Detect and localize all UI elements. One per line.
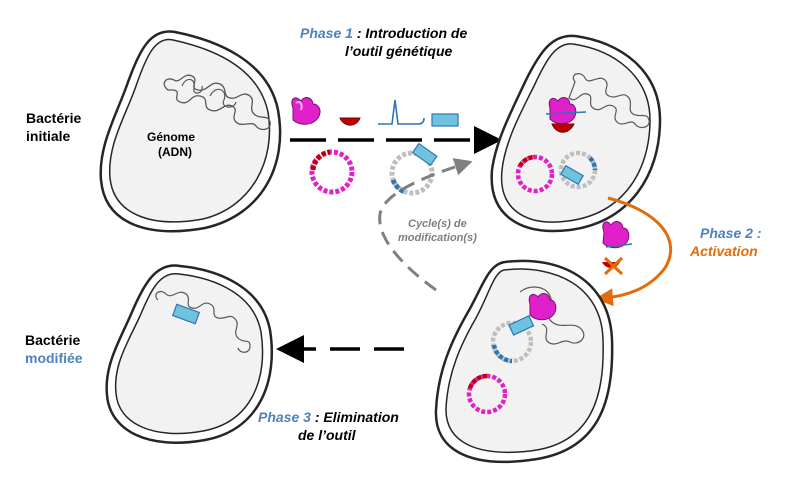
label-phase3-num: Phase 3 xyxy=(258,409,311,425)
label-genome: Génome (ADN) xyxy=(147,130,195,160)
bacterium-activated xyxy=(434,259,614,464)
label-phase3-text1: : Elimination xyxy=(310,409,399,425)
label-genome-line1: Génome xyxy=(147,130,196,144)
bacterium-modified xyxy=(105,264,274,444)
plasmid-1 xyxy=(309,149,355,195)
label-bacterie-modifiee: Bactérie modifiée xyxy=(25,332,83,367)
phase2-arrow xyxy=(595,196,673,307)
label-phase1-text2: l’outil génétique xyxy=(344,42,453,59)
label-bacterie-initiale-line2: initiale xyxy=(26,127,71,144)
plasmid-2 xyxy=(389,142,438,196)
dna-strand-icon xyxy=(378,99,425,125)
label-bacterie-initiale: Bactérie initiale xyxy=(26,110,81,145)
label-bacterie-initiale-line1: Bactérie xyxy=(26,110,82,126)
label-phase1-text1: : Introduction de xyxy=(352,25,468,41)
label-genome-line2: (ADN) xyxy=(158,145,192,159)
guide-red-icon xyxy=(339,117,361,126)
label-cycles-line2: modification(s) xyxy=(398,231,477,244)
bacterium-tool xyxy=(490,34,662,233)
label-bacterie-modifiee-line1: Bactérie xyxy=(25,332,81,348)
tool-components xyxy=(291,97,459,127)
label-phase2-text: Activation xyxy=(690,242,758,259)
label-cycles-line1: Cycle(s) de xyxy=(408,218,467,230)
label-phase2-num: Phase 2 : xyxy=(700,225,762,241)
label-phase3-text2: de l’outil xyxy=(298,426,356,443)
cycle-arrow xyxy=(378,158,473,292)
insert-blue-icon xyxy=(431,113,459,127)
label-phase3: Phase 3 : Elimination de l’outil xyxy=(258,409,399,444)
label-cycles: Cycle(s) de modification(s) xyxy=(398,218,477,246)
cross-mark-icon xyxy=(603,256,624,276)
label-bacterie-modifiee-line2: modifiée xyxy=(25,349,83,366)
label-phase2: Phase 2 : Activation xyxy=(690,225,761,260)
label-phase1: Phase 1 : Introduction de l’outil généti… xyxy=(300,25,467,60)
label-phase1-num: Phase 1 xyxy=(300,25,353,41)
protein-magenta-icon xyxy=(291,97,321,125)
bacterium-initial xyxy=(99,30,282,233)
